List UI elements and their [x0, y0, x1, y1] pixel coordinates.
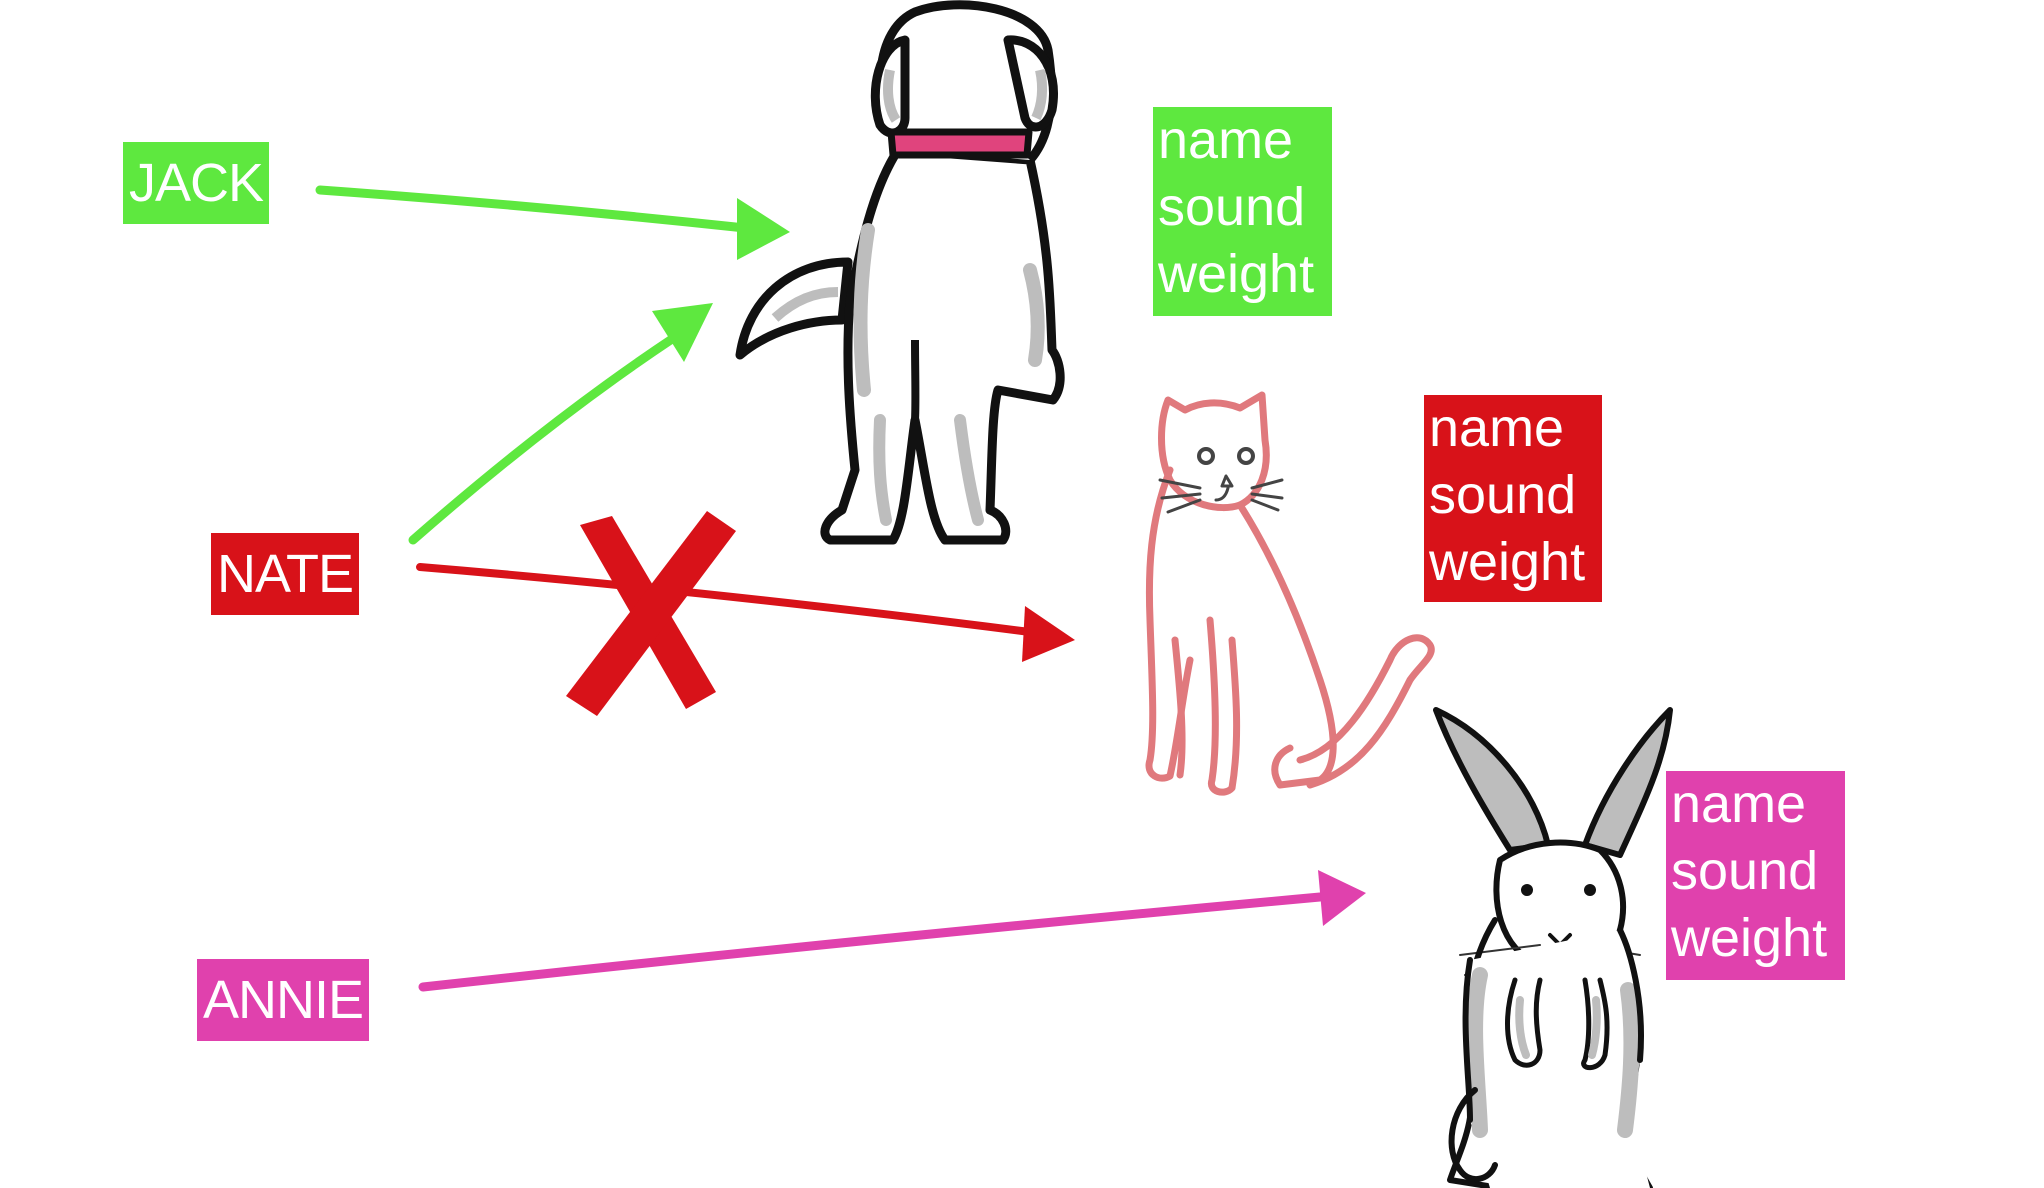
arrow-annie-to-rabbit — [418, 870, 1366, 992]
name-tag-nate: NATE — [211, 533, 360, 615]
attribute-name: name — [1158, 110, 1294, 170]
rabbit-attributes: name sound weight — [1666, 771, 1845, 980]
attribute-sound: sound — [1671, 841, 1819, 901]
cat-illustration — [1145, 391, 1435, 796]
name-tag-jack: JACK — [123, 142, 270, 224]
cat-attributes: name sound weight — [1424, 395, 1602, 602]
dog-illustration — [735, 0, 1065, 545]
arrow-jack-to-dog — [315, 185, 790, 260]
dog-attributes: name sound weight — [1153, 107, 1332, 316]
attribute-weight: weight — [1158, 244, 1315, 304]
attribute-sound: sound — [1158, 177, 1306, 237]
arrow-nate-to-dog — [408, 303, 713, 545]
attribute-weight: weight — [1671, 908, 1828, 968]
forbidden-x-icon — [566, 511, 736, 716]
attribute-sound: sound — [1429, 465, 1577, 525]
name-tag-annie: ANNIE — [197, 959, 370, 1041]
arrow-nate-to-cat — [416, 563, 1075, 662]
attribute-name: name — [1671, 774, 1807, 834]
attribute-weight: weight — [1429, 532, 1586, 592]
rabbit-illustration — [1433, 707, 1673, 1188]
attribute-name: name — [1429, 398, 1565, 458]
